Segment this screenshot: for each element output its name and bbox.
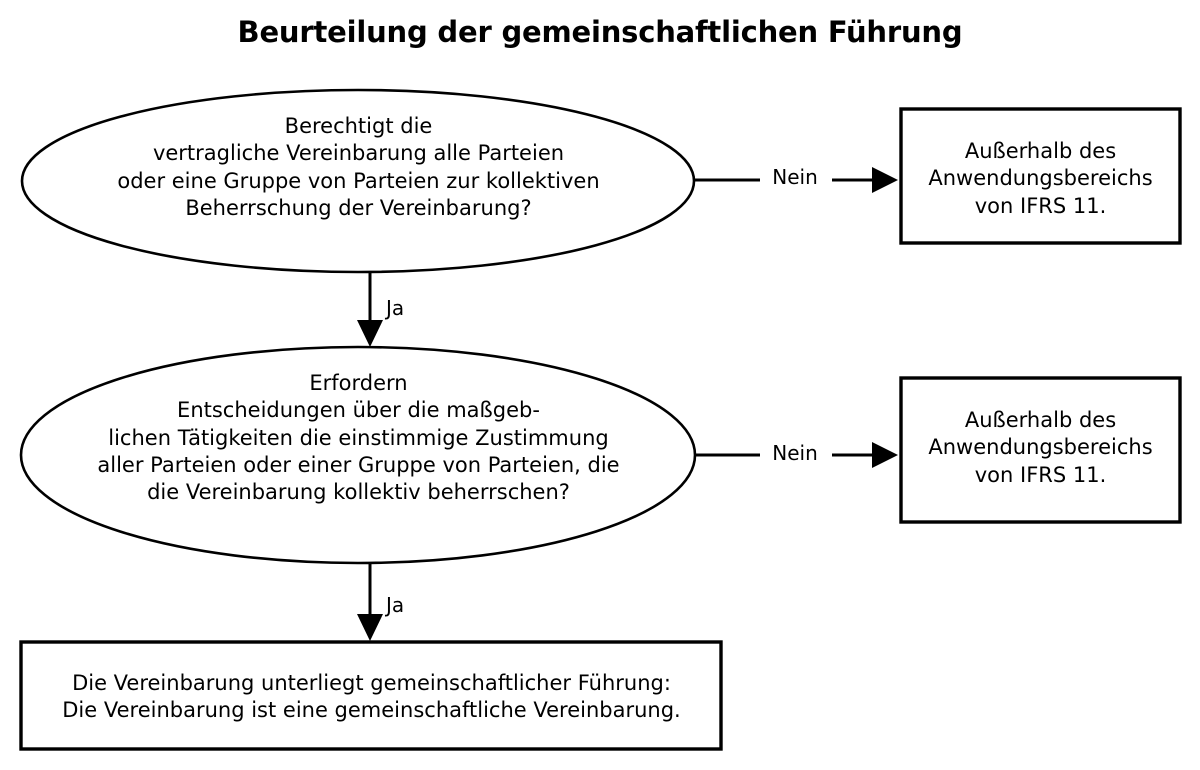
outcome-1-box xyxy=(899,107,1182,245)
edge-decision1-nein-arrowhead xyxy=(872,167,898,193)
edge-label-ja-1: Ja xyxy=(386,296,405,320)
edge-label-ja-2: Ja xyxy=(386,593,405,617)
decision-2-label: Erfordern Entscheidungen über die maßgeb… xyxy=(97,371,620,505)
page-title: Beurteilung der gemeinschaftlichen Führu… xyxy=(237,15,963,49)
decision-1-label: Berechtigt die vertragliche Vereinbarung… xyxy=(117,114,600,220)
outcome-2-label: Außerhalb des Anwendungsbereichs von IFR… xyxy=(928,408,1153,487)
edge-decision1-ja-arrowhead xyxy=(357,320,383,347)
outcome-3-box xyxy=(19,640,723,751)
decision-1-ellipse xyxy=(20,88,696,274)
outcome-3-label: Die Vereinbarung unterliegt gemeinschaft… xyxy=(62,671,681,723)
outcome-1-label: Außerhalb des Anwendungsbereichs von IFR… xyxy=(928,139,1153,218)
edge-label-nein-1: Nein xyxy=(772,165,818,189)
outcome-2-box xyxy=(899,376,1182,524)
edge-decision2-nein-arrowhead xyxy=(872,442,898,468)
edge-label-nein-2: Nein xyxy=(772,441,818,465)
decision-2-ellipse xyxy=(19,345,697,565)
edge-decision2-ja-arrowhead xyxy=(357,614,383,641)
